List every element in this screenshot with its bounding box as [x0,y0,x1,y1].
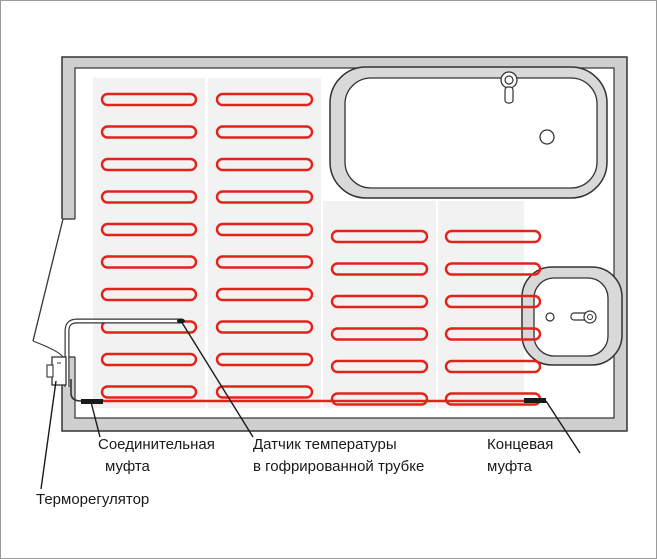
end-cap-label: Концевая муфта [487,434,553,478]
leader-thermostat [40,380,57,490]
sensor-label: Датчик температуры в гофрированной трубк… [253,434,424,478]
leader-lines [40,320,581,490]
mat-1-cable [100,92,198,399]
connector-label-line1: Соединительная [98,436,215,453]
mat-4-area [438,201,524,408]
leader-end-cap [545,400,581,454]
drain-icon [539,129,555,145]
bathtub-icon [329,66,608,199]
end-cap-label-line2: муфта [487,458,532,475]
sensor-label-line1: Датчик температуры [253,436,397,453]
leader-connector [90,401,101,438]
sensor-label-line2: в гофрированной трубке [253,458,425,475]
connector-label-line2: муфта [105,458,150,475]
end-cap-coupling [524,398,546,403]
door-icon [32,218,77,358]
sink-icon [521,266,623,366]
connector-label: Соединительная муфта [98,434,215,478]
mat-3-cable [330,229,429,406]
sink-faucet-icon [570,310,597,324]
thermostat-label-text: Терморегулятор [36,491,150,508]
mat-3-area [323,201,436,408]
cold-lead-cable [70,379,82,402]
end-cap-label-line1: Концевая [487,436,554,453]
thermostat-label: Терморегулятор [36,489,149,511]
mat-2-cable [215,92,314,399]
thermostat-icon [46,356,67,386]
connector-coupling [81,399,103,404]
heating-cable [100,92,542,406]
leader-sensor [180,320,254,438]
faucet-icon [500,71,518,104]
